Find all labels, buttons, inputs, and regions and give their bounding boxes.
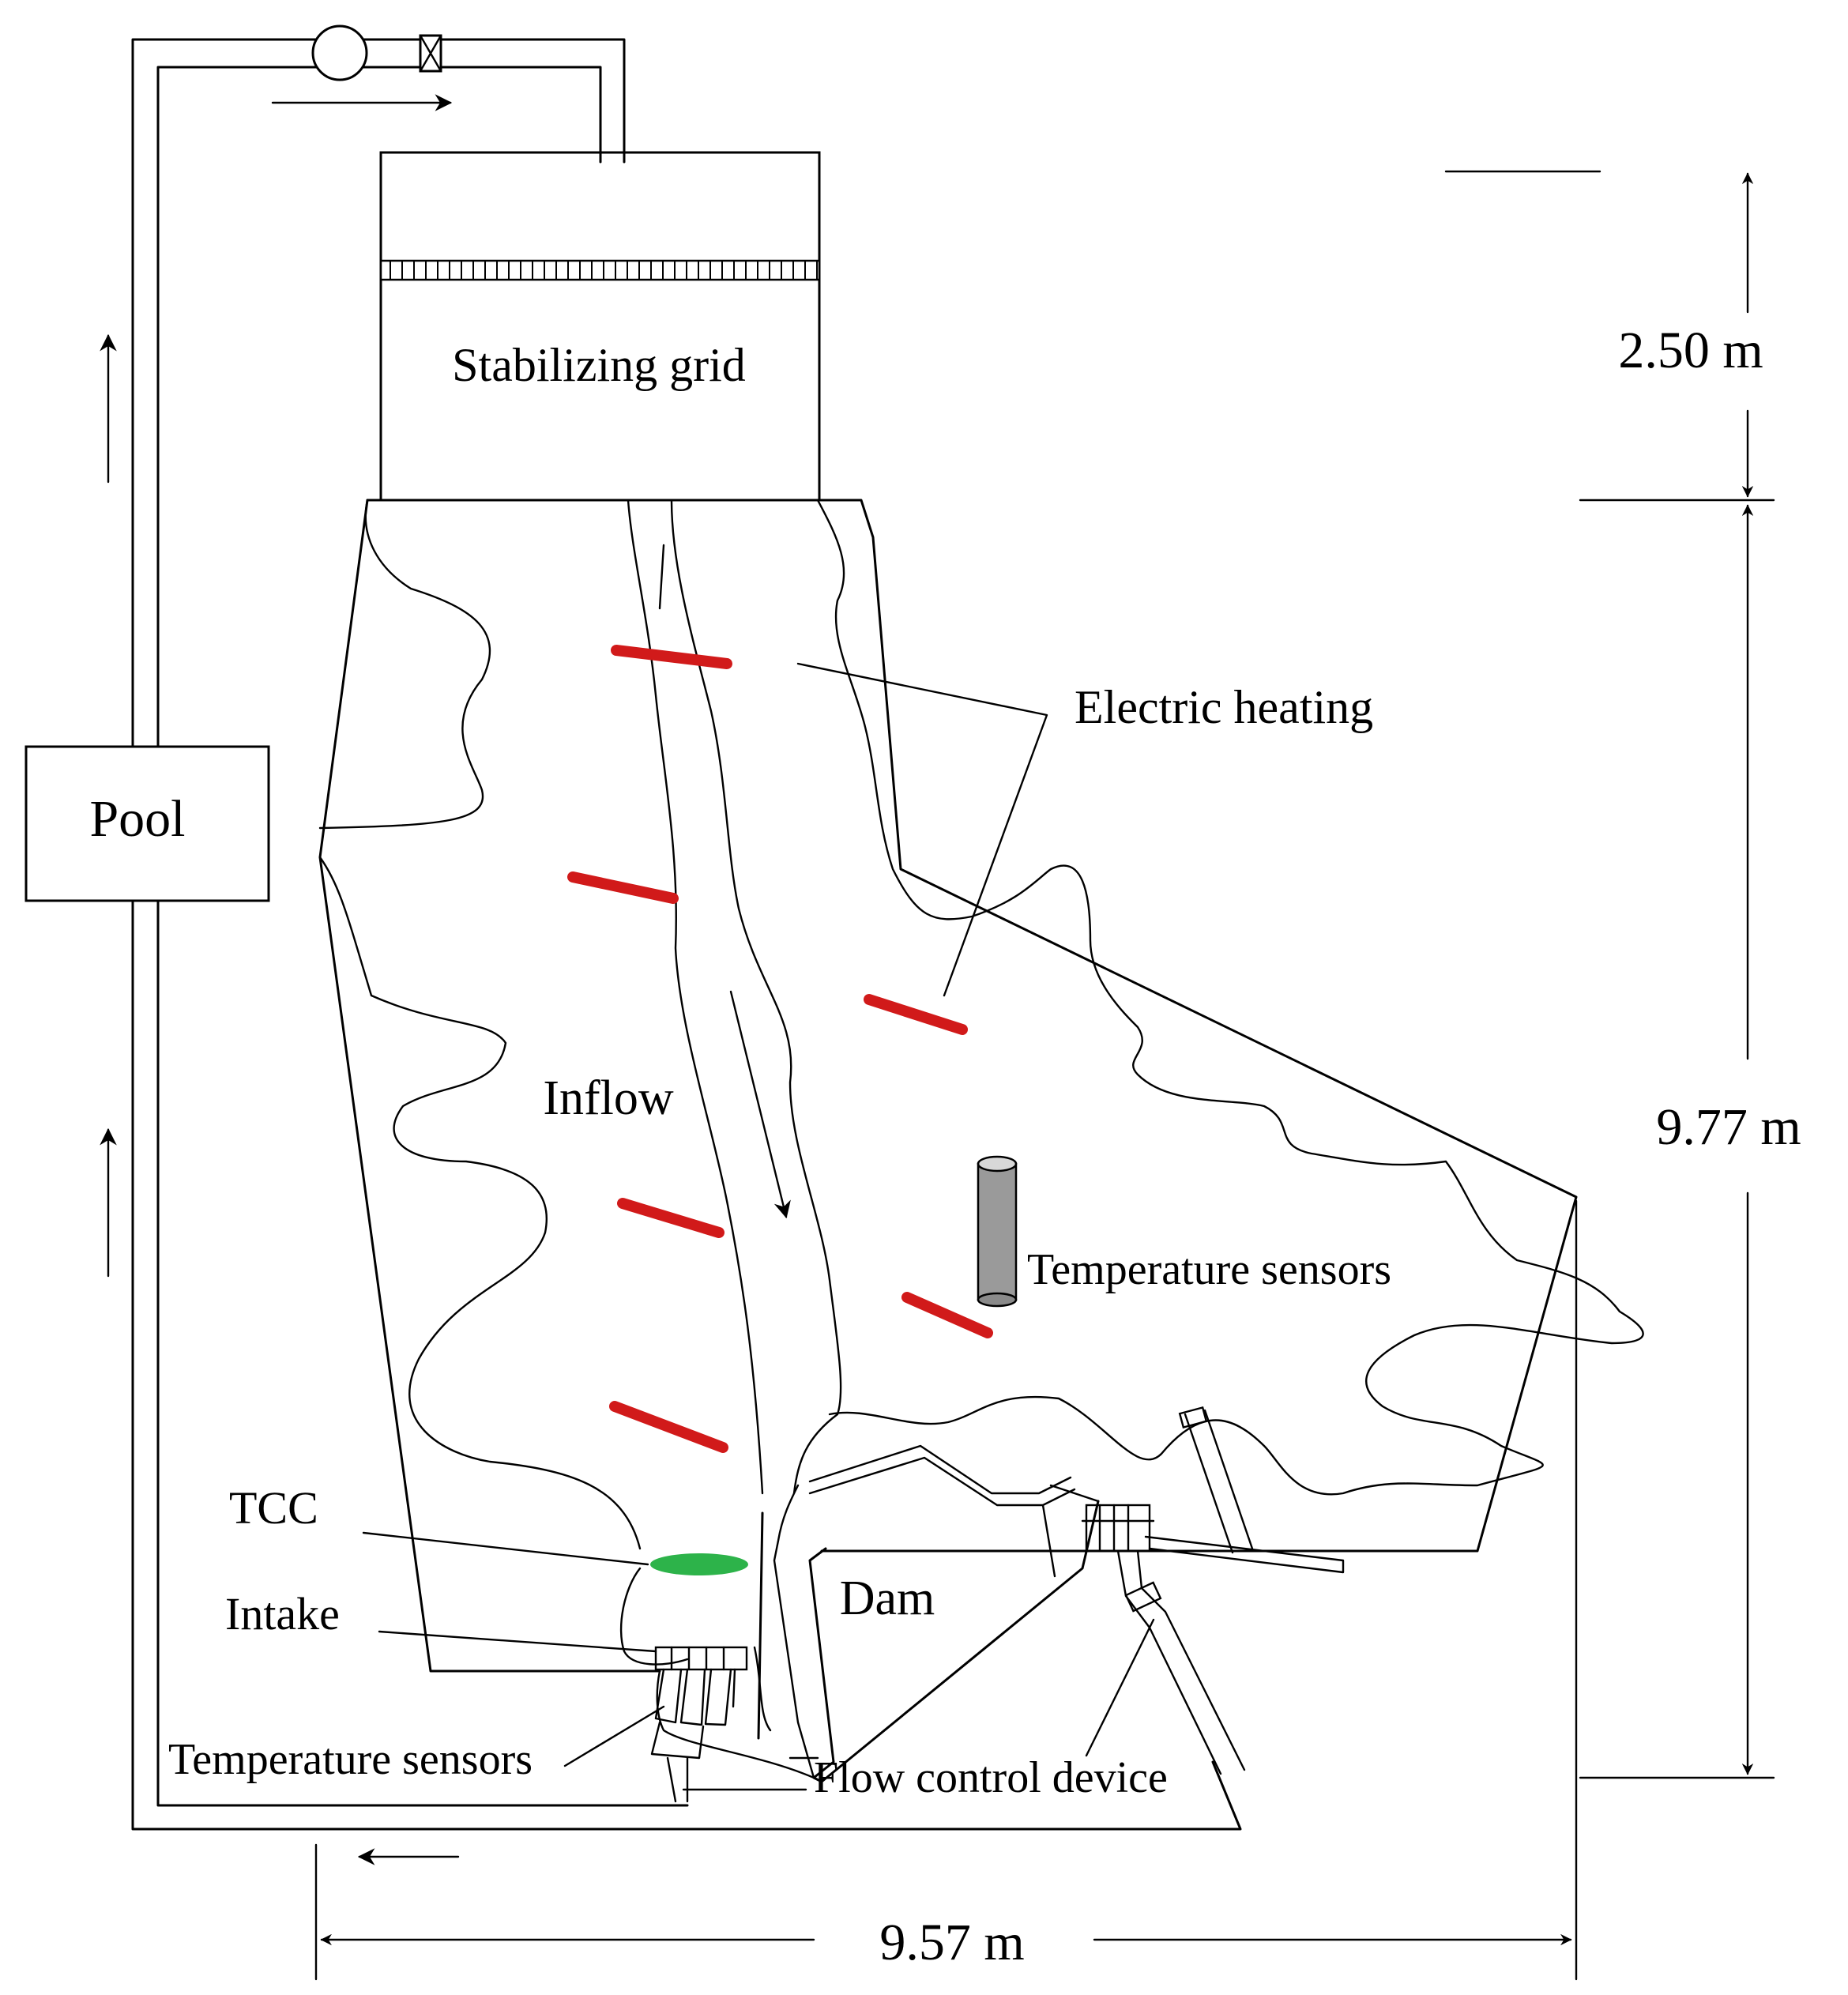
flow-control-device-leader bbox=[789, 1618, 1155, 1760]
electric-heating-label: Electric heating bbox=[1075, 681, 1373, 733]
grid-ticks bbox=[390, 261, 818, 280]
flow-control-device bbox=[1116, 1406, 1345, 1775]
intake-label: Intake bbox=[225, 1588, 340, 1639]
inflow-arrow bbox=[729, 990, 791, 1219]
heater-element bbox=[617, 1198, 725, 1238]
pool-box bbox=[24, 745, 270, 902]
stabilizing-tank bbox=[379, 151, 821, 502]
electric-heating-leaders bbox=[796, 662, 1048, 997]
intake-leader bbox=[378, 1630, 657, 1653]
heater-element bbox=[609, 1401, 728, 1453]
flow-control-device-label: Flow control device bbox=[814, 1753, 1168, 1802]
dimension-9-77-label: 9.77 m bbox=[1656, 1098, 1801, 1156]
dimension-9-57-label: 9.57 m bbox=[879, 1914, 1024, 1971]
reservoir-outline bbox=[318, 499, 1578, 1673]
terrain-contours bbox=[318, 499, 1644, 1550]
pump-icon bbox=[311, 24, 368, 81]
electric-heaters bbox=[567, 645, 993, 1453]
temperature-sensor-cylinder bbox=[977, 1155, 1018, 1308]
temperature-sensors-left-leader bbox=[563, 1705, 665, 1767]
dimension-9-57 bbox=[314, 1199, 1578, 1981]
dimension-2-50 bbox=[1444, 170, 1775, 502]
dimension-2-50-label: 2.50 m bbox=[1618, 322, 1763, 379]
stabilizing-grid bbox=[379, 259, 821, 281]
temperature-sensors-left-label: Temperature sensors bbox=[168, 1735, 533, 1784]
tcc-label: TCC bbox=[229, 1482, 318, 1534]
heater-element bbox=[901, 1292, 993, 1338]
heater-element bbox=[864, 994, 968, 1035]
heater-element bbox=[567, 871, 679, 904]
valve-icon bbox=[419, 34, 442, 73]
pool-label: Pool bbox=[89, 790, 185, 848]
temperature-sensors-right-label: Temperature sensors bbox=[1027, 1245, 1391, 1294]
inflow-channel bbox=[627, 499, 842, 1495]
heater-element bbox=[611, 645, 732, 669]
intake-structure bbox=[619, 1567, 815, 1803]
tcc-curtain bbox=[650, 1553, 748, 1575]
dam-label: Dam bbox=[840, 1572, 935, 1625]
recirculation-pipe bbox=[131, 38, 1242, 1831]
tcc-leader bbox=[362, 1531, 649, 1566]
stabilizing-grid-label: Stabilizing grid bbox=[452, 339, 746, 391]
inflow-label: Inflow bbox=[543, 1071, 674, 1125]
dimension-9-77 bbox=[1579, 504, 1775, 1779]
